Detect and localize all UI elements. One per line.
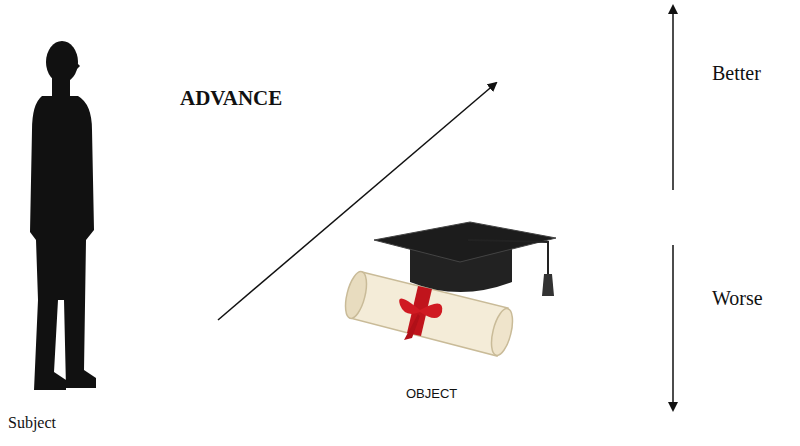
- advance-arrow: [218, 83, 496, 320]
- graduation-cap: [374, 222, 556, 296]
- object-label: OBJECT: [406, 386, 457, 401]
- heading-label: ADVANCE: [180, 86, 282, 111]
- scale-label: Worse: [712, 287, 763, 310]
- scale-label: Better: [712, 62, 761, 85]
- worse-arrow: [672, 245, 674, 410]
- person-silhouette: [30, 41, 96, 390]
- better-arrow: [672, 6, 674, 190]
- subject-label: Subject: [8, 414, 56, 432]
